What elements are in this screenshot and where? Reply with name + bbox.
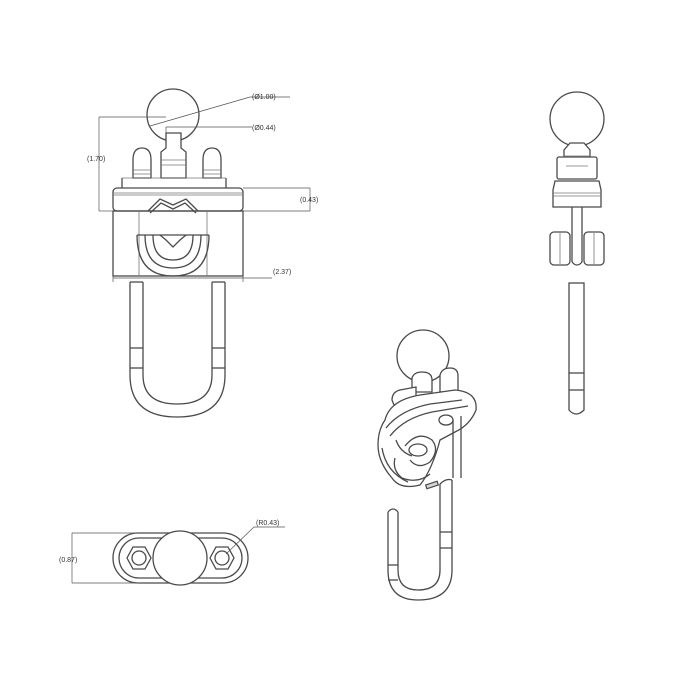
base-plate	[112, 187, 244, 212]
top-ball	[152, 530, 208, 586]
dim-overall-height: (1.70)	[87, 156, 105, 163]
right-nut	[202, 147, 222, 179]
dim-base-width: (2.37)	[273, 269, 291, 276]
dim-neck-diameter: (Ø0.44)	[252, 125, 276, 132]
side-ball	[549, 91, 605, 147]
dim-top-depth: (0.87)	[59, 557, 77, 564]
u-bolt	[129, 281, 226, 418]
iso-u-bolt	[387, 478, 453, 601]
isometric-view	[377, 329, 477, 601]
dim-end-radius: (R0.43)	[256, 520, 279, 527]
left-nut	[132, 147, 152, 179]
side-view	[549, 91, 605, 415]
dim-base-thickness: (0.43)	[300, 197, 318, 204]
front-view: (1.70) (Ø1.00) (Ø0.44) (0.43) (2.37)	[87, 88, 318, 418]
top-view: (0.87) (R0.43)	[59, 520, 285, 586]
dim-ball-diameter: (Ø1.00)	[252, 94, 276, 101]
